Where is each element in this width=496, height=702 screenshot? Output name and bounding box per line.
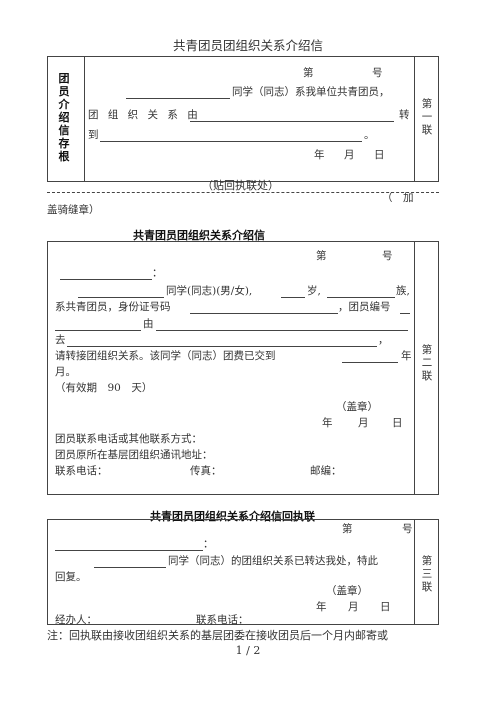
letter-recipient-blank[interactable] <box>60 279 152 280</box>
letter-validity: （有效期 90 天） <box>55 382 153 394</box>
letter-id-blank[interactable] <box>190 313 338 314</box>
letter-from-org-blank[interactable] <box>55 330 141 331</box>
letter-line2-c: 族, <box>396 285 410 297</box>
stub-line3-end: 。 <box>364 129 375 141</box>
letter-title: 共青团员团组织关系介绍信 <box>133 229 265 242</box>
letter-line5-end: ， <box>378 334 389 346</box>
receipt-divider <box>414 519 415 625</box>
stub-box <box>47 56 439 182</box>
stub-date-day: 日 <box>374 149 385 161</box>
letter-ethnicity-blank[interactable] <box>327 297 395 298</box>
letter-phone-label: 联系电话： <box>55 465 108 477</box>
letter-date-year: 年 <box>322 417 333 429</box>
stub-line3: 到 <box>88 129 99 141</box>
receipt-date-month: 月 <box>348 601 359 613</box>
letter-box <box>47 241 439 495</box>
stub-divider-right <box>414 56 415 182</box>
stub-number-hao: 号 <box>372 67 383 79</box>
cut-line <box>47 192 439 193</box>
receipt-name-blank[interactable] <box>94 567 166 568</box>
letter-colon: ： <box>152 267 163 279</box>
letter-name-blank[interactable] <box>78 297 164 298</box>
letter-fee-blank[interactable] <box>342 362 398 363</box>
page-number: 1 / 2 <box>235 644 261 657</box>
letter-member-no-blank[interactable] <box>400 313 410 314</box>
seal-note-end: 盖骑缝章） <box>47 204 100 216</box>
letter-to-org-blank[interactable] <box>67 346 377 347</box>
stub-from-org-blank[interactable] <box>190 121 394 122</box>
stub-copy-label: 第一联 <box>421 98 433 136</box>
letter-date-day: 日 <box>392 417 403 429</box>
stub-date-year: 年 <box>314 149 325 161</box>
stub-date-month: 月 <box>344 149 355 161</box>
letter-line2-a: 同学(同志)(男/女), <box>166 285 253 297</box>
letter-date-month: 月 <box>358 417 369 429</box>
letter-from-org-blank-2[interactable] <box>156 330 408 331</box>
receipt-date-year: 年 <box>316 601 327 613</box>
stub-divider-left <box>84 56 85 182</box>
letter-line5-a: 去 <box>55 334 66 346</box>
stub-number-di: 第 <box>303 67 314 79</box>
stub-line1: 同学（同志）系我单位共青团员， <box>232 86 390 98</box>
letter-line6-b: 年 <box>401 350 412 362</box>
receipt-number-di: 第 <box>342 523 353 535</box>
letter-divider <box>414 241 415 495</box>
stub-line2-end: 转 <box>399 109 410 121</box>
stub-name-blank[interactable] <box>126 98 230 99</box>
footer-note: 注：回执联由接收团组织关系的基层团委在接收团员后一个月内邮寄或 <box>47 629 388 642</box>
letter-line6-a: 请转接团组织关系。该同学（同志）团费已交到 <box>55 350 276 362</box>
receipt-seal: （盖章） <box>326 585 368 597</box>
letter-line2-b: 岁, <box>307 285 321 297</box>
letter-number-di: 第 <box>316 250 327 262</box>
receipt-handler-label: 经办人： <box>55 614 97 626</box>
letter-line3-b: ，团员编号 <box>338 301 391 313</box>
receipt-line2: 同学（同志）的团组织关系已转达我处，特此 <box>168 555 378 567</box>
receipt-recipient-blank[interactable] <box>55 550 203 551</box>
letter-line3-a: 系共青团员，身份证号码 <box>55 301 171 313</box>
receipt-number-hao: 号 <box>402 523 413 535</box>
letter-postcode-label: 邮编： <box>310 465 342 477</box>
letter-fax-label: 传真： <box>190 465 222 477</box>
receipt-colon: ： <box>203 538 214 550</box>
letter-original-org: 团员原所在基层团组织通讯地址： <box>55 449 213 461</box>
letter-copy-label: 第二联 <box>421 344 433 382</box>
seal-note-start: （ 加 <box>382 192 414 204</box>
receipt-box <box>47 519 439 625</box>
letter-line4-a: 由 <box>143 318 154 330</box>
stub-to-org-blank[interactable] <box>100 141 362 142</box>
stub-line2: 团 组 织 关 系 由 <box>88 109 201 121</box>
letter-line7: 月。 <box>55 366 76 378</box>
letter-contact-line: 团员联系电话或其他联系方式： <box>55 433 202 445</box>
receipt-date-day: 日 <box>380 601 391 613</box>
stub-paste-note: （贴回执联处） <box>202 179 279 192</box>
letter-seal: （盖章） <box>336 401 378 413</box>
stub-side-label: 团员介绍信存根 <box>58 72 70 163</box>
letter-number-hao: 号 <box>382 250 393 262</box>
receipt-phone-label: 联系电话： <box>196 614 249 626</box>
receipt-line3: 回复。 <box>55 571 87 583</box>
page-title: 共青团员团组织关系介绍信 <box>172 38 323 53</box>
letter-age-blank[interactable] <box>281 297 305 298</box>
receipt-copy-label: 第三联 <box>421 555 433 593</box>
